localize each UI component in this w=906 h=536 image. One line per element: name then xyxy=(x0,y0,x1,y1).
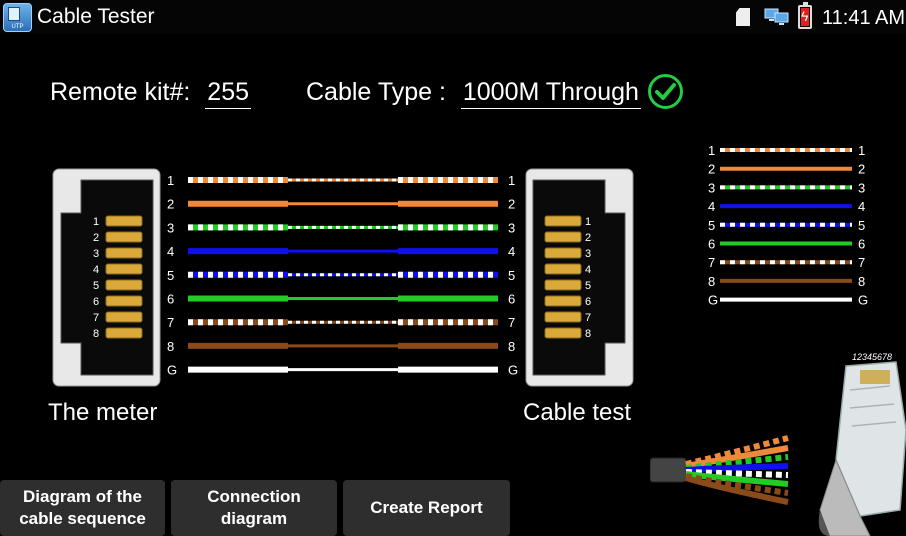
cable-type-label: Cable Type : xyxy=(306,78,446,106)
pin-number: 6 xyxy=(585,296,591,308)
app-icon-label: UTP xyxy=(11,24,24,30)
network-icon xyxy=(764,8,789,25)
check-pass-icon xyxy=(648,74,683,109)
connection-diagram-button[interactable]: Connection diagram xyxy=(171,480,337,536)
legend-pin-right: 1 xyxy=(858,143,865,158)
rj45-plug-illustration xyxy=(650,361,906,536)
rj45-jack-icon: 1 2 3 4 5 6 7 8 xyxy=(52,168,161,387)
meter-label: The meter xyxy=(48,399,158,426)
legend-pin-right: 5 xyxy=(858,218,865,233)
wire-pin-label-right: 3 xyxy=(508,220,515,235)
cable-type-value: 1000M Through xyxy=(460,78,641,109)
legend-pin-left: 5 xyxy=(708,218,715,233)
pin-number: 1 xyxy=(93,216,99,228)
pin-number: 4 xyxy=(585,264,591,276)
legend-pin-right: 6 xyxy=(858,237,865,252)
pin-number: 5 xyxy=(585,280,591,292)
legend-pin-left: 8 xyxy=(708,274,715,289)
cable-test-label: Cable test xyxy=(523,399,632,426)
battery-charging-icon: ϟ xyxy=(798,2,812,29)
cable-type-row: Cable Type : 1000M Through xyxy=(306,78,641,109)
wire-pin-label-left: 5 xyxy=(167,268,174,283)
wire-pin-label-right: G xyxy=(508,363,518,378)
wire-pin-label-right: 8 xyxy=(508,339,515,354)
pin-number: 2 xyxy=(93,232,99,244)
wire-pin-label-left: 8 xyxy=(167,339,174,354)
legend-pin-left: G xyxy=(708,293,718,308)
wire-pin-label-left: 1 xyxy=(167,173,174,188)
legend-pin-right: 7 xyxy=(858,255,865,270)
legend-pin-left: 1 xyxy=(708,143,715,158)
pin-number: 7 xyxy=(93,312,99,324)
wire-pin-label-right: 4 xyxy=(508,244,515,259)
wire-pin-label-right: 6 xyxy=(508,292,515,307)
legend-pin-right: 4 xyxy=(858,199,865,214)
remote-connector: 1 2 3 4 5 6 7 8 xyxy=(525,168,634,387)
pin-number: 1 xyxy=(585,216,591,228)
legend-pin-right: 8 xyxy=(858,274,865,289)
remote-kit-value: 255 xyxy=(205,78,252,109)
wire-pin-label-right: 1 xyxy=(508,173,515,188)
legend-pin-left: 7 xyxy=(708,255,715,270)
cable-tester-app-icon[interactable]: UTP xyxy=(3,3,32,32)
pin-number: 8 xyxy=(585,328,591,340)
sd-card-icon xyxy=(736,8,750,26)
pin-number: 3 xyxy=(585,248,591,260)
pin-number: 7 xyxy=(585,312,591,324)
wire-pin-label-right: 7 xyxy=(508,315,515,330)
pin-number: 3 xyxy=(93,248,99,260)
status-bar: UTP Cable Tester ϟ 11:41 AM xyxy=(0,0,906,34)
pin-number: 6 xyxy=(93,296,99,308)
wire-pin-label-left: G xyxy=(167,363,177,378)
remote-kit-label: Remote kit#: xyxy=(50,78,191,106)
legend-pin-left: 2 xyxy=(708,162,715,177)
app-title: Cable Tester xyxy=(37,5,155,28)
clock: 11:41 AM xyxy=(822,7,906,29)
rj45-jack-icon: 1 2 3 4 5 6 7 8 xyxy=(525,168,634,387)
legend-pin-left: 3 xyxy=(708,180,715,195)
meter-connector: 1 2 3 4 5 6 7 8 xyxy=(52,168,161,387)
wire-pin-label-left: 4 xyxy=(167,244,174,259)
remote-kit-row: Remote kit#: 255 xyxy=(50,78,252,109)
create-report-button[interactable]: Create Report xyxy=(343,480,510,536)
legend-pin-left: 4 xyxy=(708,199,715,214)
wire-pin-label-left: 2 xyxy=(167,197,174,212)
wire-pin-label-right: 5 xyxy=(508,268,515,283)
legend-pin-right: 2 xyxy=(858,162,865,177)
pin-number: 8 xyxy=(93,328,99,340)
pin-number: 2 xyxy=(585,232,591,244)
wire-pin-label-left: 3 xyxy=(167,220,174,235)
pin-number: 5 xyxy=(93,280,99,292)
wire-pin-label-left: 7 xyxy=(167,315,174,330)
pin-number: 4 xyxy=(93,264,99,276)
plug-serial-number: 12345678 xyxy=(852,352,893,362)
wire-pin-label-left: 6 xyxy=(167,292,174,307)
legend-pin-left: 6 xyxy=(708,237,715,252)
legend-pin-right: 3 xyxy=(858,180,865,195)
wire-pin-label-right: 2 xyxy=(508,197,515,212)
legend-pin-right: G xyxy=(858,293,868,308)
cable-sequence-diagram-button[interactable]: Diagram of the cable sequence xyxy=(0,480,165,536)
